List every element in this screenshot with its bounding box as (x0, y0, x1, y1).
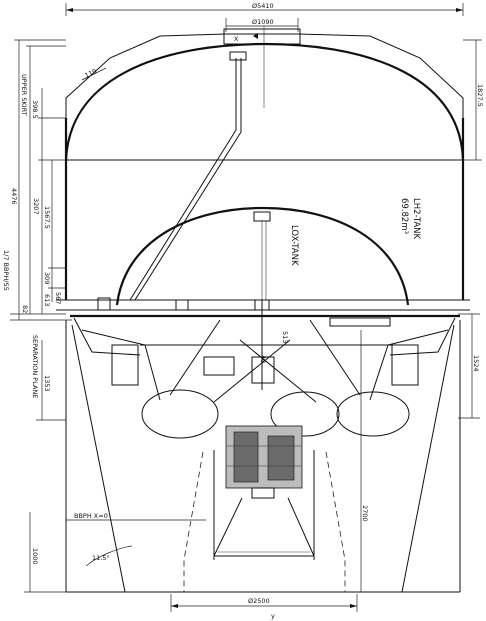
lox-tank-label: LOX-TANK (289, 225, 299, 266)
lh2-tank-label: LH2-TANK (411, 198, 421, 240)
lh2-cyl-height-label: 1567.5 (43, 206, 51, 229)
feed-line (129, 51, 247, 301)
lox-tank (115, 206, 410, 306)
engine-nozzle-dashed (183, 451, 346, 592)
lower-envelope (65, 320, 461, 593)
inner-b-label: 40 (259, 355, 267, 363)
lower-height-label: 1353 (43, 375, 51, 392)
top-diameter-label: Ø5410 (252, 2, 274, 10)
upper-dome (64, 26, 465, 161)
separation-plane-label: SEPARATION PLANE (31, 335, 39, 398)
upper-skirt-label: UPPER SKIRT (20, 74, 28, 116)
right-dimension-lines (360, 39, 482, 592)
thrust-structure (70, 297, 460, 403)
gap-a-label: 82 (21, 305, 29, 313)
main-engine (213, 425, 315, 560)
outer-envelope (56, 118, 470, 311)
upper-skirt-height-label: 398.5 (31, 100, 39, 119)
left-dimension-lines (10, 39, 72, 593)
nozzle-diameter-label: Ø2500 (248, 597, 270, 605)
engine-bay-height-label: 1524 (472, 355, 480, 372)
axis-x-label: X (234, 35, 239, 43)
corner-radius-label: 119 (83, 67, 98, 80)
small-b-label: 567 (54, 292, 62, 304)
angle-arc (85, 545, 133, 567)
small-a-label: 309 (43, 272, 51, 284)
overall-height-label: 4476 (10, 188, 18, 205)
bbph-label: BBPH X=0 (74, 512, 108, 520)
top-dimension-lines (65, 3, 464, 32)
bottom-height-label: 1000 (31, 548, 39, 565)
pressurant-spheres (141, 389, 410, 439)
cylinder-height-label: 3207 (32, 198, 40, 215)
small-c-label: 613 (43, 294, 51, 306)
dome-height-label: 1827.5 (476, 84, 484, 107)
bottom-angle-label: 11.5° (92, 554, 110, 562)
separation-plane-id-label: 1/7 BBPH/S5 (2, 250, 10, 291)
axis-y-label: y (271, 612, 275, 620)
inner-a-label: 513 (281, 331, 289, 343)
engine-height-label: 2700 (361, 505, 369, 522)
nozzle-diameter-dimension (170, 594, 358, 612)
lh2-volume-label: 69.82m³ (399, 198, 409, 234)
axis-arrow-icon (253, 33, 258, 39)
radius-leader (81, 67, 107, 81)
port-diameter-label: Ø1090 (252, 18, 274, 26)
